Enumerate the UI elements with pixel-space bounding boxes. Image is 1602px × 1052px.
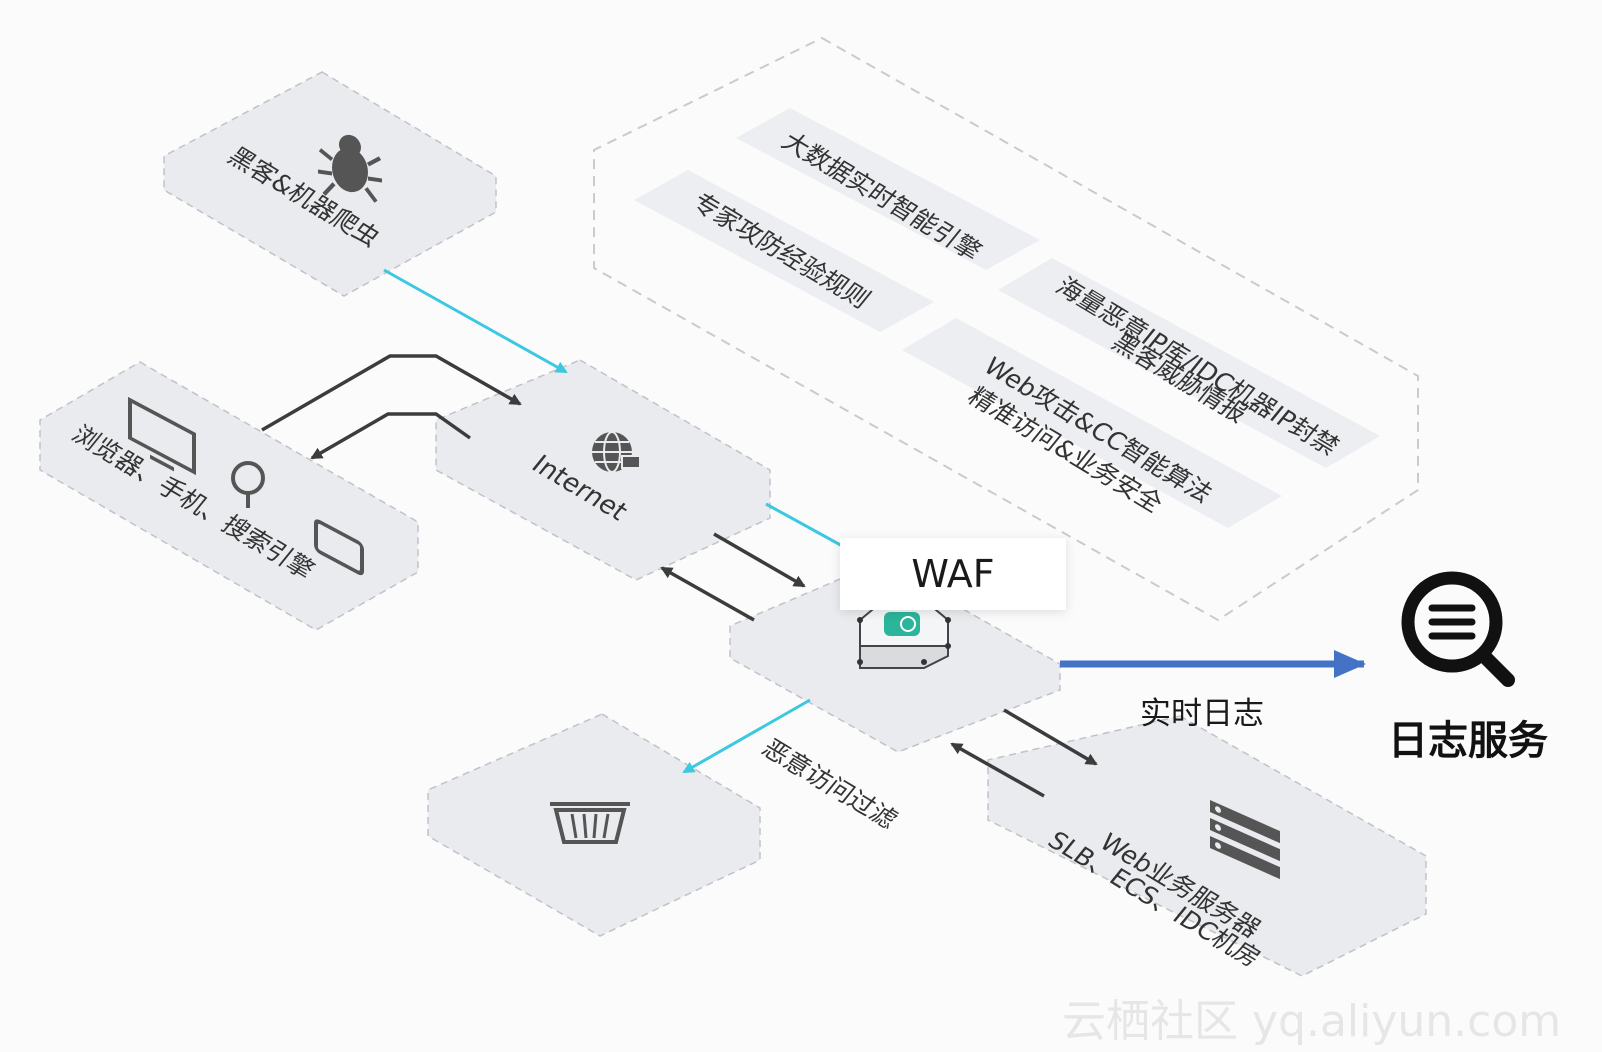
edge-waf-to-internet <box>660 566 755 622</box>
engine-panel-frame <box>593 36 1419 622</box>
log-service-label: 日志服务 <box>1388 718 1548 764</box>
edge-clients-to-internet <box>261 354 522 432</box>
internet-tile <box>435 359 771 581</box>
engine-strip-bigdata <box>736 108 1040 270</box>
bug-icon <box>318 134 382 203</box>
search-icon <box>231 461 265 508</box>
edge-internet-to-waf <box>713 532 806 588</box>
server-icon <box>1210 800 1280 880</box>
engine-item-expert: 专家攻防经验规则 <box>686 188 876 314</box>
edge-internet-to-clients <box>310 412 472 460</box>
realtime-log-label: 实时日志 <box>1140 696 1264 732</box>
edge-waf-to-trash <box>682 698 811 774</box>
hacker-tile <box>163 71 497 297</box>
engine-strip-ipdb <box>998 258 1380 468</box>
waf-label: WAF <box>911 552 995 596</box>
watermark: 云栖社区 yq.aliyun.com <box>1062 996 1562 1047</box>
edge-waf-to-servers <box>1003 708 1098 766</box>
waf-label-box: WAF <box>840 538 1066 610</box>
phone-icon <box>314 519 364 576</box>
clients-tile <box>39 361 419 631</box>
edge-internet-to-waf-cyan <box>765 502 847 550</box>
engine-strip-expert <box>634 170 934 332</box>
globe-icon <box>592 431 641 473</box>
edge-servers-to-waf <box>950 742 1045 798</box>
trash-icon <box>550 802 630 844</box>
monitor-icon <box>128 396 196 476</box>
engine-strip-webattack <box>902 318 1282 528</box>
log-search-icon <box>1401 571 1515 687</box>
edge-hacker-to-internet <box>383 268 568 374</box>
malicious-filter-label: 恶意访问过滤 <box>756 734 903 834</box>
web-servers-tile <box>987 715 1427 977</box>
